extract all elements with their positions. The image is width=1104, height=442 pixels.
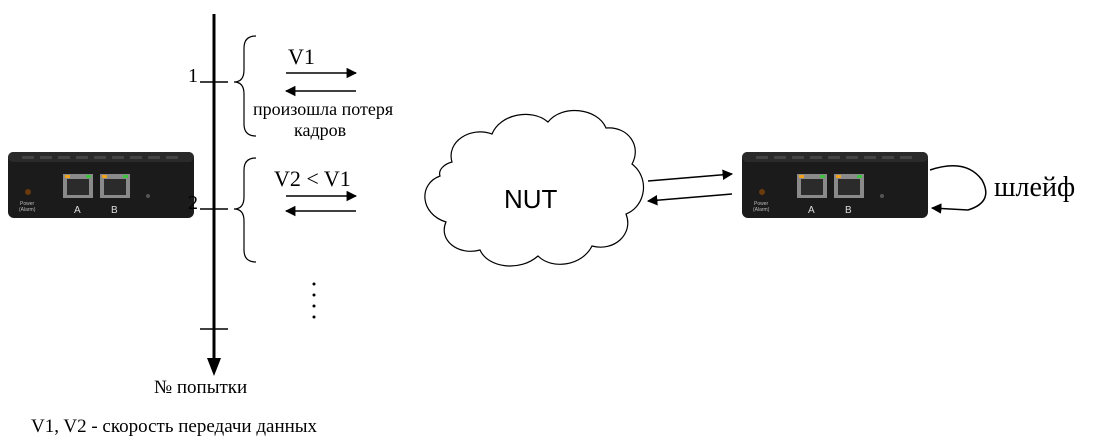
footnote: V1, V2 - скорость передачи данных: [31, 416, 318, 437]
tester-device-left: Power (Alarm) A B: [8, 152, 194, 218]
continuation-dots: [312, 282, 316, 319]
alarm-label: (Alarm): [19, 207, 36, 213]
port-a-label: A: [808, 205, 815, 216]
ethernet-port-a: [797, 174, 827, 198]
loopback-label: шлейф: [994, 172, 1075, 203]
ethernet-port-a: [63, 174, 93, 198]
alarm-label: (Alarm): [753, 207, 770, 213]
port-a-label: A: [74, 205, 81, 216]
attempt-1-note-line-1: произошла потеря: [253, 99, 393, 119]
power-label: Power: [754, 201, 769, 207]
power-led-icon: [25, 189, 31, 195]
tester-device-right: Power (Alarm) A B: [742, 152, 928, 218]
cloud-to-device-arrow: [647, 169, 734, 182]
attempt-1-note-line-2: кадров: [294, 120, 346, 140]
power-led-icon: [759, 189, 765, 195]
attempt-2-speed-label: V2 < V1: [274, 166, 351, 191]
port-b-label: B: [845, 205, 852, 216]
nut-cloud-label: NUT: [504, 184, 558, 214]
ethernet-port-b: [100, 174, 130, 198]
ventilation-slots: [22, 156, 178, 159]
power-label: Power: [20, 201, 35, 207]
reset-hole-icon: [880, 194, 884, 198]
device-to-cloud-arrow: [646, 193, 733, 206]
ventilation-slots: [756, 156, 912, 159]
timeline-arrowhead-icon: [207, 358, 221, 376]
attempt-1-speed-label: V1: [288, 44, 315, 69]
tick-label-2: 2: [188, 192, 198, 214]
nut-cloud: [424, 109, 645, 267]
port-b-label: B: [111, 205, 118, 216]
timeline-axis-label: № попытки: [154, 377, 247, 398]
attempt-1-brace: [233, 35, 257, 137]
loopback-arc: [929, 165, 987, 214]
ethernet-port-b: [834, 174, 864, 198]
tick-label-1: 1: [188, 65, 198, 87]
reset-hole-icon: [146, 194, 150, 198]
attempt-2-brace: [233, 157, 257, 263]
